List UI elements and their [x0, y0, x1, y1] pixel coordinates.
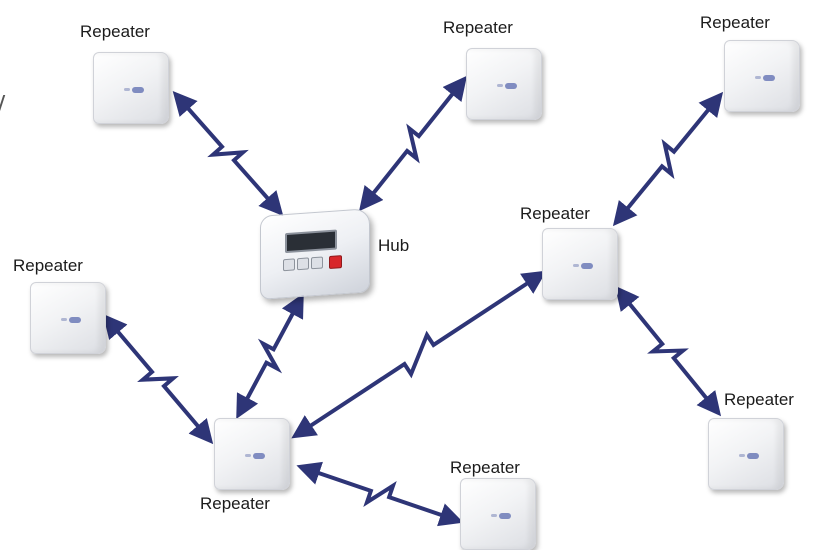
link-r4-r8: [102, 313, 214, 445]
repeater-4-label: Repeater: [13, 256, 83, 275]
link-r2-hub: [359, 75, 467, 212]
repeater-1-device: [93, 52, 169, 124]
repeater-2-device: [466, 48, 542, 120]
link-hub-r8: [236, 292, 304, 420]
repeater-3-device: [724, 40, 800, 112]
repeater-6-device: [708, 418, 784, 490]
link-r5-r6: [614, 285, 722, 417]
repeater-1-label: Repeater: [80, 22, 150, 41]
hub-label: Hub: [378, 236, 410, 255]
links-layer: [102, 75, 724, 527]
repeater-8-label: Repeater: [200, 494, 270, 513]
link-r8-r5: [291, 270, 547, 439]
link-r1-hub: [172, 91, 284, 216]
repeater-2-label: Repeater: [443, 18, 513, 37]
repeater-7-device: [460, 478, 536, 550]
link-r8-r7: [296, 461, 464, 527]
repeater-5-label: Repeater: [520, 204, 590, 223]
repeater-8-device: [214, 418, 290, 490]
hub-device: [260, 208, 370, 300]
repeater-5-device: [542, 228, 618, 300]
repeater-6-label: Repeater: [724, 390, 794, 409]
repeater-3-label: Repeater: [700, 13, 770, 32]
link-r3-r5: [612, 91, 724, 227]
repeater-7-label: Repeater: [450, 458, 520, 477]
repeater-4-device: [30, 282, 106, 354]
